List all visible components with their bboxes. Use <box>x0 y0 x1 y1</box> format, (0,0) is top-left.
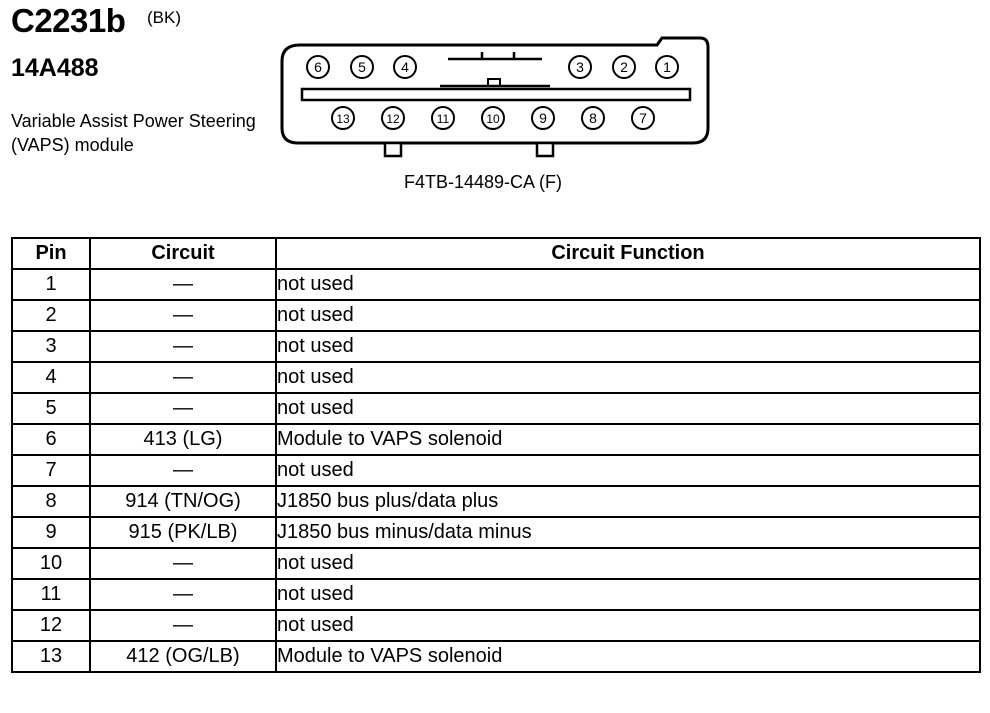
pin-cell: 6 <box>11 423 91 456</box>
connector-pin: 11 <box>431 106 455 130</box>
pin-cell: 8 <box>11 485 91 518</box>
function-cell: not used <box>275 392 981 425</box>
connector-pin: 6 <box>306 55 330 79</box>
connector-color-code: (BK) <box>147 8 181 27</box>
circuit-cell: — <box>89 609 277 642</box>
connector-pin: 8 <box>581 106 605 130</box>
connector-pin-label: 4 <box>401 59 409 75</box>
circuit-cell: — <box>89 330 277 363</box>
function-cell: Module to VAPS solenoid <box>275 423 981 456</box>
function-cell: not used <box>275 361 981 394</box>
connector-bottom-tab <box>535 141 555 158</box>
connector-bottom-tab <box>383 141 403 158</box>
function-cell: not used <box>275 547 981 580</box>
table-header-row: Pin Circuit Circuit Function <box>11 237 981 270</box>
table-row: 2—not used <box>11 299 981 332</box>
connector-pin: 1 <box>655 55 679 79</box>
connector-pin-label: 13 <box>336 112 350 126</box>
circuit-cell: — <box>89 454 277 487</box>
connector-pin-label: 12 <box>386 112 400 126</box>
component-description: Variable Assist Power Steering (VAPS) mo… <box>11 111 256 155</box>
connector-part-label: F4TB-14489-CA (F) <box>404 172 563 192</box>
connector-pin-label: 9 <box>539 110 547 126</box>
function-cell: not used <box>275 330 981 363</box>
connector-pin-label: 11 <box>437 112 450 126</box>
table-row: 5—not used <box>11 392 981 425</box>
pin-cell: 9 <box>11 516 91 549</box>
function-cell: J1850 bus plus/data plus <box>275 485 981 518</box>
circuit-cell: 412 (OG/LB) <box>89 640 277 673</box>
circuit-cell: — <box>89 547 277 580</box>
pin-cell: 4 <box>11 361 91 394</box>
connector-pin: 9 <box>531 106 555 130</box>
table-row: 11—not used <box>11 578 981 611</box>
pin-cell: 2 <box>11 299 91 332</box>
pin-cell: 5 <box>11 392 91 425</box>
circuit-cell: — <box>89 299 277 332</box>
table-row: 7—not used <box>11 454 981 487</box>
circuit-cell: — <box>89 361 277 394</box>
column-header-circuit: Circuit <box>89 237 277 270</box>
table-row: 1—not used <box>11 268 981 301</box>
connector-shell <box>280 36 710 145</box>
pin-cell: 1 <box>11 268 91 301</box>
part-number: 14A488 <box>11 54 99 82</box>
connector-pin: 2 <box>612 55 636 79</box>
connector-pin-label: 6 <box>314 59 322 75</box>
connector-pin-label: 8 <box>589 110 597 126</box>
pin-cell: 3 <box>11 330 91 363</box>
column-header-pin: Pin <box>11 237 91 270</box>
connector-key-bar <box>300 87 692 102</box>
connector-pin: 12 <box>381 106 405 130</box>
pin-cell: 13 <box>11 640 91 673</box>
table-row: 3—not used <box>11 330 981 363</box>
function-cell: not used <box>275 268 981 301</box>
connector-pin: 10 <box>481 106 505 130</box>
connector-pin: 13 <box>331 106 355 130</box>
connector-pin-label: 7 <box>639 110 647 126</box>
connector-pin-label: 2 <box>620 59 628 75</box>
table-row: 4—not used <box>11 361 981 394</box>
connector-pin: 7 <box>631 106 655 130</box>
connector-face-diagram: 6 5 4 3 2 1 13 12 11 10 9 8 7 <box>280 36 710 158</box>
pin-cell: 7 <box>11 454 91 487</box>
circuit-cell: — <box>89 392 277 425</box>
column-header-function: Circuit Function <box>275 237 981 270</box>
circuit-cell: — <box>89 268 277 301</box>
connector-pin-label: 5 <box>358 59 366 75</box>
pin-cell: 11 <box>11 578 91 611</box>
table-row: 12—not used <box>11 609 981 642</box>
function-cell: Module to VAPS solenoid <box>275 640 981 673</box>
connector-pin-label: 1 <box>663 59 671 75</box>
pin-cell: 12 <box>11 609 91 642</box>
circuit-cell: — <box>89 578 277 611</box>
function-cell: not used <box>275 299 981 332</box>
table-row: 10—not used <box>11 547 981 580</box>
pin-cell: 10 <box>11 547 91 580</box>
connector-pin-label: 10 <box>486 112 500 126</box>
connector-pin: 4 <box>393 55 417 79</box>
function-cell: not used <box>275 609 981 642</box>
circuit-cell: 413 (LG) <box>89 423 277 456</box>
connector-pin-label: 3 <box>576 59 584 75</box>
connector-id: C2231b <box>11 2 126 39</box>
function-cell: not used <box>275 578 981 611</box>
function-cell: J1850 bus minus/data minus <box>275 516 981 549</box>
connector-pin: 3 <box>568 55 592 79</box>
circuit-cell: 914 (TN/OG) <box>89 485 277 518</box>
connector-pin: 5 <box>350 55 374 79</box>
function-cell: not used <box>275 454 981 487</box>
circuit-cell: 915 (PK/LB) <box>89 516 277 549</box>
